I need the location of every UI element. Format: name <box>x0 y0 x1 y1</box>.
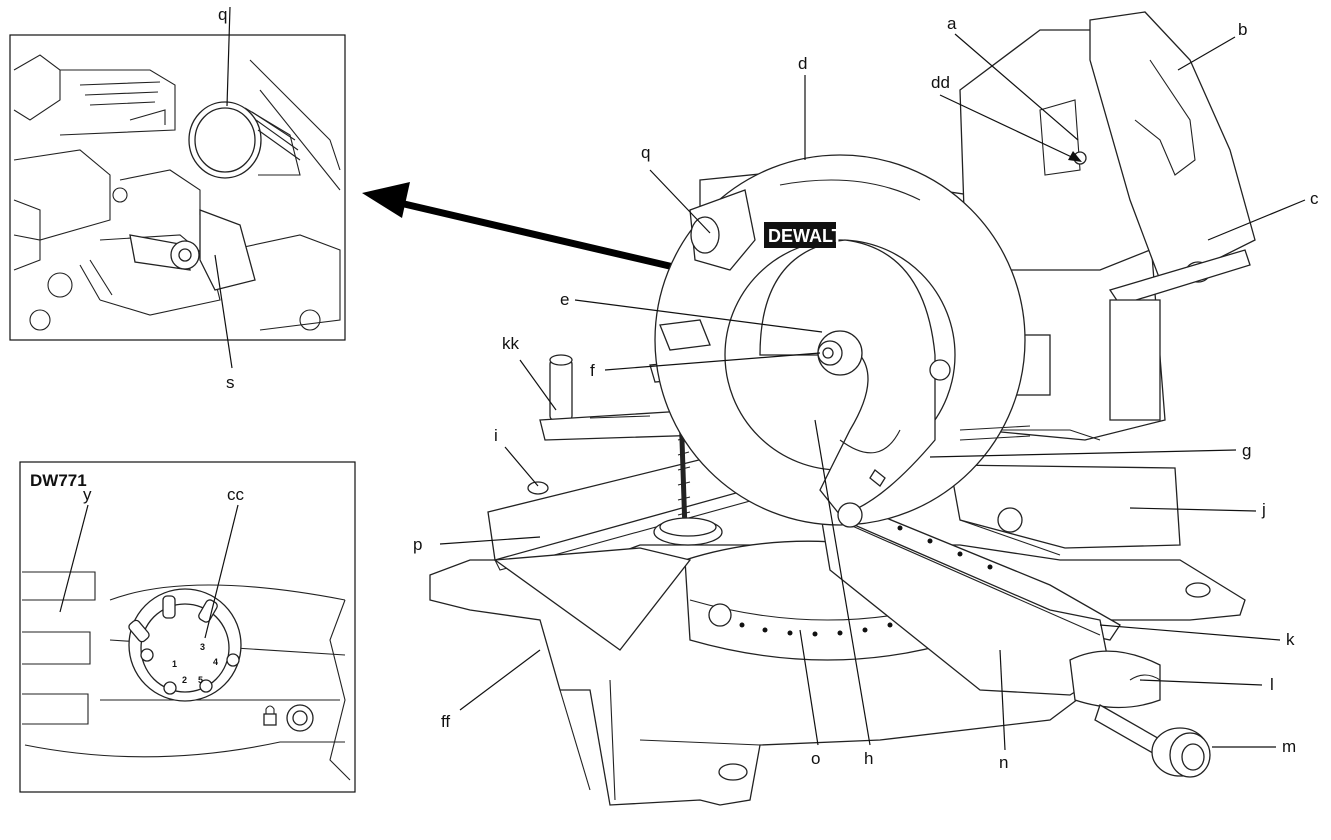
callout-dd: dd <box>931 73 950 92</box>
callout-kk: kk <box>502 334 520 353</box>
callout-n: n <box>999 753 1008 772</box>
callout-d: d <box>798 54 807 73</box>
selector-digit-1: 1 <box>172 659 177 669</box>
callout-o: o <box>811 749 820 768</box>
saw-illustration: DEWALT <box>429 11 1256 806</box>
inset-top-label-s: s <box>226 373 235 392</box>
brand-plate <box>764 222 836 248</box>
inset-bottom-label-cc: cc <box>227 485 245 504</box>
inset-top-detail: q s <box>9 5 346 392</box>
callout-b: b <box>1238 20 1247 39</box>
inset-top-label-q: q <box>218 5 227 24</box>
callout-a: a <box>947 14 957 33</box>
callout-k: k <box>1286 630 1295 649</box>
callout-p: p <box>413 535 422 554</box>
callout-f: f <box>590 361 595 380</box>
lock-icon <box>263 705 277 726</box>
callout-h: h <box>864 749 873 768</box>
callout-i: i <box>494 426 498 445</box>
callout-c: c <box>1310 189 1319 208</box>
detail-arrow <box>362 182 696 276</box>
callout-l: l <box>1270 675 1274 694</box>
callout-q: q <box>641 143 650 162</box>
callout-e: e <box>560 290 569 309</box>
model-label: DW771 <box>30 471 87 490</box>
callout-g: g <box>1242 441 1251 460</box>
selector-digit-4: 4 <box>213 657 218 667</box>
inset-bottom-label-y: y <box>83 485 92 504</box>
selector-digit-3: 3 <box>200 642 205 652</box>
inset-bottom-detail: DW771 1 2 3 4 5 y <box>19 461 356 793</box>
callouts: a b c d dd q e f kk i p g j k l m n <box>413 14 1319 772</box>
callout-ff: ff <box>441 712 450 731</box>
callout-m: m <box>1282 737 1296 756</box>
selector-digit-5: 5 <box>198 675 203 685</box>
selector-digit-2: 2 <box>182 675 187 685</box>
brand-logo-text: DEWALT <box>768 226 843 246</box>
callout-j: j <box>1261 500 1266 519</box>
